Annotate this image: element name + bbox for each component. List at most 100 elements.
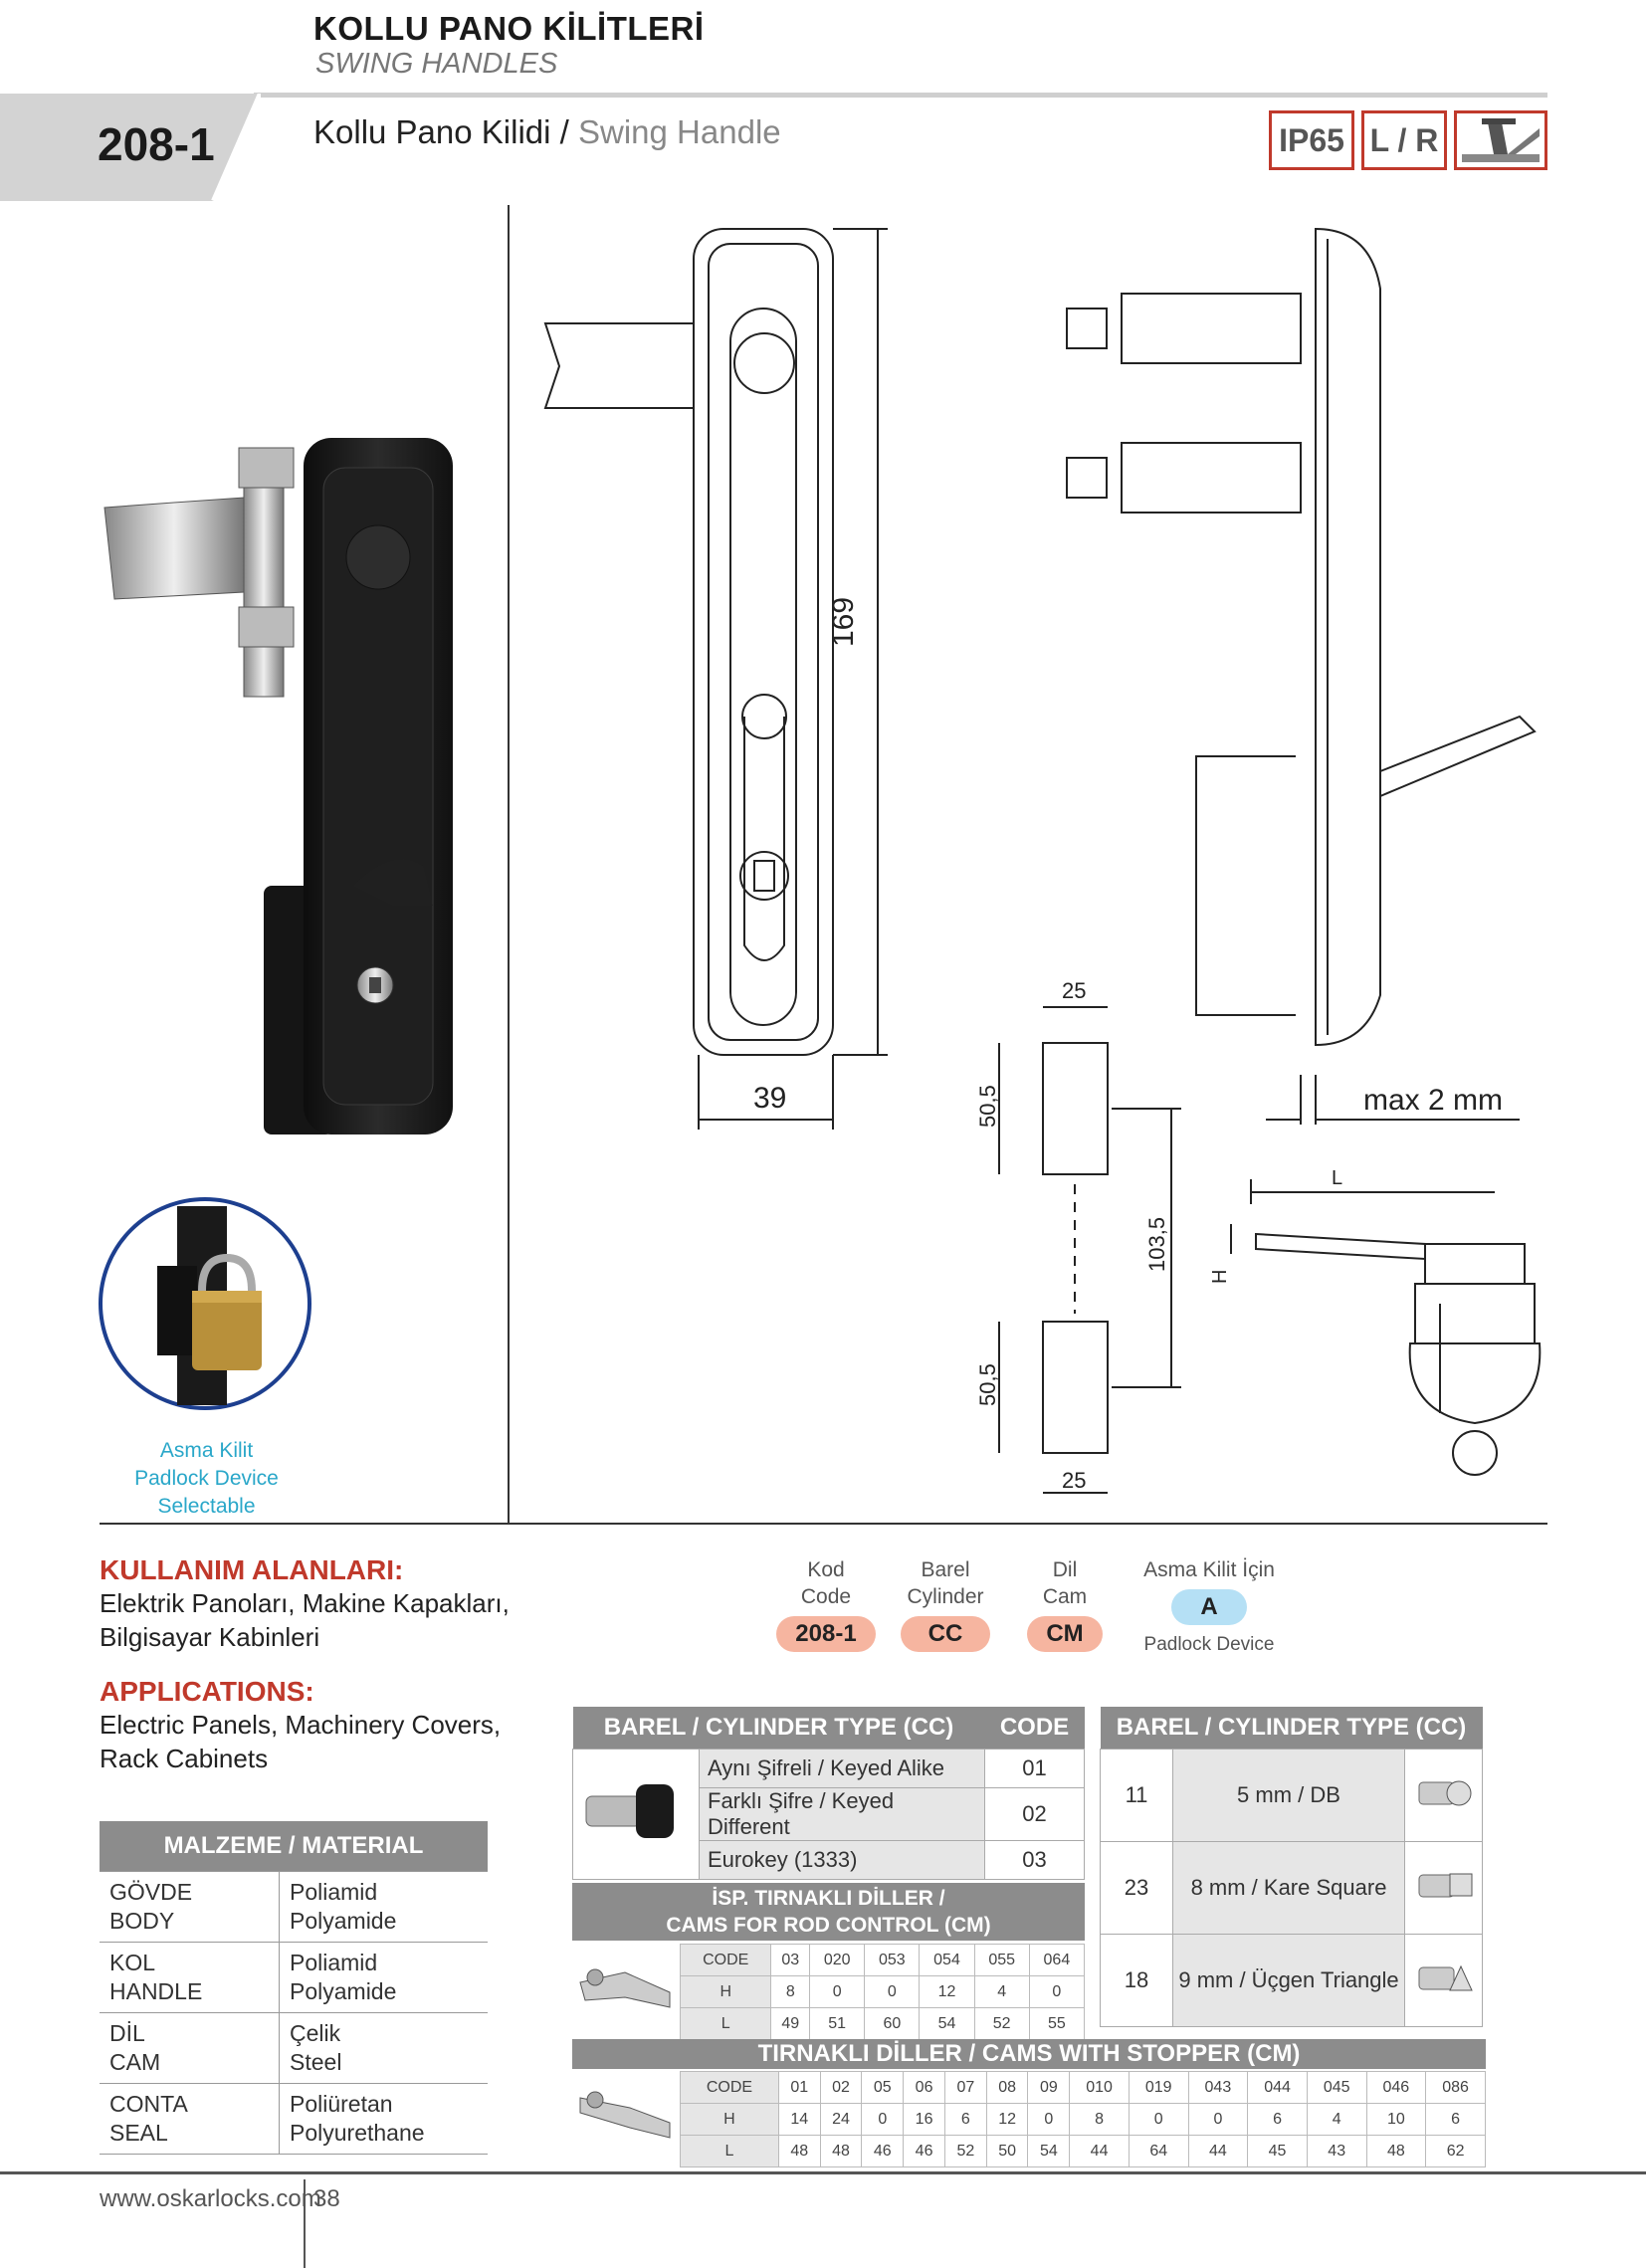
dim-L: L xyxy=(1332,1167,1342,1189)
order-label-en: Code xyxy=(800,1585,852,1608)
barrel-code-header: CODE xyxy=(984,1707,1085,1750)
barrel-table-header: BAREL / CYLINDER TYPE (CC) xyxy=(572,1707,985,1750)
barrel-type: Farklı Şifre / Keyed Different xyxy=(699,1787,985,1841)
usage-title-tr: KULLANIM ALANLARI: xyxy=(100,1554,404,1585)
material-tr: Poliamid xyxy=(290,1879,378,1905)
table-cell: 52 xyxy=(973,2007,1030,2040)
dim-rod-top-length: 50,5 xyxy=(975,1085,1000,1128)
mounting-icon xyxy=(1454,110,1547,170)
order-cylinder-col: Barel Cylinder CC xyxy=(901,1556,990,1652)
barrel-size-image xyxy=(1404,1934,1483,2027)
barrel-type: Eurokey (1333) xyxy=(699,1840,985,1880)
table-cell: 6 xyxy=(943,2103,987,2136)
dim-height: 169 xyxy=(827,597,860,647)
order-code-pill: 208-1 xyxy=(776,1616,876,1652)
material-tr: Çelik xyxy=(290,2020,341,2046)
material-en: Polyamide xyxy=(290,1978,397,2004)
part-name-en: BODY xyxy=(109,1908,175,1934)
part-name-tr: KOL xyxy=(109,1950,156,1975)
order-label-tr: Kod xyxy=(807,1558,845,1581)
table-cell: 16 xyxy=(903,2103,945,2136)
barrel-code: 01 xyxy=(984,1749,1085,1788)
dim-rod-spacing: 103,5 xyxy=(1144,1217,1169,1272)
barrel-size-name: 8 mm / Kare Square xyxy=(1172,1841,1405,1935)
barrel-code: 02 xyxy=(984,1787,1085,1841)
part-name-en: HANDLE xyxy=(109,1978,203,2004)
table-cell: 44 xyxy=(1187,2135,1249,2167)
table-cell: 48 xyxy=(819,2135,863,2167)
stopper-cams-header: TIRNAKLI DİLLER / CAMS WITH STOPPER (CM) xyxy=(572,2039,1486,2069)
table-cell: 0 xyxy=(1128,2103,1189,2136)
dim-rod-top-width: 25 xyxy=(1062,978,1086,1003)
table-cell: 0 xyxy=(1028,1975,1086,2008)
dim-rod-bottom-width: 25 xyxy=(1062,1468,1086,1493)
table-row: Aynı Şifreli / Keyed Alike 01 xyxy=(572,1749,1085,1880)
header-rule xyxy=(254,93,1547,98)
row-label: CODE xyxy=(679,1944,772,1976)
usage-text-en-1: Electric Panels, Machinery Covers, xyxy=(100,1710,502,1740)
product-code: 208-1 xyxy=(98,118,215,170)
table-row: 18 9 mm / Üçgen Triangle xyxy=(1100,1934,1483,2027)
table-cell: 0 xyxy=(1027,2103,1071,2136)
table-cell: 053 xyxy=(864,1944,921,1976)
product-code-tab xyxy=(0,94,261,201)
order-padlock-col: Asma Kilit İçin A Padlock Device xyxy=(1134,1556,1284,1658)
table-cell: 46 xyxy=(903,2135,945,2167)
table-cell: 50 xyxy=(985,2135,1029,2167)
order-code-col: Kod Code 208-1 xyxy=(776,1556,876,1652)
order-cam-pill: CM xyxy=(1027,1616,1103,1652)
barrel-size-code: 23 xyxy=(1100,1841,1173,1935)
table-cell: 07 xyxy=(943,2071,987,2104)
table-cell: 0 xyxy=(861,2103,905,2136)
row-label: L xyxy=(679,2007,772,2040)
table-cell: 14 xyxy=(777,2103,821,2136)
footer-rule xyxy=(0,2171,1646,2174)
footer-divider xyxy=(304,2179,306,2268)
table-cell: 49 xyxy=(770,2007,811,2040)
table-cell: 05 xyxy=(861,2071,905,2104)
table-cell: 10 xyxy=(1365,2103,1427,2136)
table-row: 23 8 mm / Kare Square xyxy=(1100,1841,1483,1935)
table-cell: 055 xyxy=(973,1944,1030,1976)
table-cell: 09 xyxy=(1027,2071,1071,2104)
table-cell: 24 xyxy=(819,2103,863,2136)
part-name-tr: DİL xyxy=(109,2020,145,2046)
ip65-badge: IP65 xyxy=(1269,110,1354,170)
stopper-cam-image xyxy=(579,2091,671,2139)
table-cell: 054 xyxy=(919,1944,975,1976)
section-title: KOLLU PANO KİLİTLERİ xyxy=(313,10,705,47)
rod-cams-header-tr: İSP. TIRNAKLI DİLLER / xyxy=(712,1887,945,1910)
product-photo xyxy=(103,438,453,1134)
usage-text-tr-1: Elektrik Panoları, Makine Kapakları, xyxy=(100,1588,510,1618)
table-cell: 044 xyxy=(1247,2071,1308,2104)
table-row: Eurokey (1333) 03 xyxy=(573,1840,1085,1880)
section-subtitle: SWING HANDLES xyxy=(315,48,558,80)
order-cam-col: Dil Cam CM xyxy=(1027,1556,1103,1652)
table-cell: 020 xyxy=(809,1944,866,1976)
material-tr: Poliüretan xyxy=(290,2091,393,2117)
table-cell: 12 xyxy=(919,1975,975,2008)
table-cell: 03 xyxy=(770,1944,811,1976)
table-cell: 54 xyxy=(919,2007,975,2040)
row-label: L xyxy=(680,2135,779,2167)
table-cell: 02 xyxy=(819,2071,863,2104)
table-cell: 046 xyxy=(1365,2071,1427,2104)
table-cell: 043 xyxy=(1187,2071,1249,2104)
padlock-caption-en: Padlock Device Selectable xyxy=(134,1467,279,1518)
dim-H: H xyxy=(1209,1270,1231,1284)
barrel-table: BAREL / CYLINDER TYPE (CC) CODE Aynı Şif… xyxy=(572,1707,1085,1880)
table-cell: 45 xyxy=(1247,2135,1308,2167)
page-number: 38 xyxy=(313,2185,340,2212)
material-en: Polyamide xyxy=(290,1908,397,1934)
table-cell: 8 xyxy=(1069,2103,1130,2136)
barrel-size-name: 5 mm / DB xyxy=(1172,1749,1405,1842)
table-cell: 6 xyxy=(1425,2103,1486,2136)
table-cell: 0 xyxy=(809,1975,866,2008)
table-cell: 64 xyxy=(1128,2135,1189,2167)
